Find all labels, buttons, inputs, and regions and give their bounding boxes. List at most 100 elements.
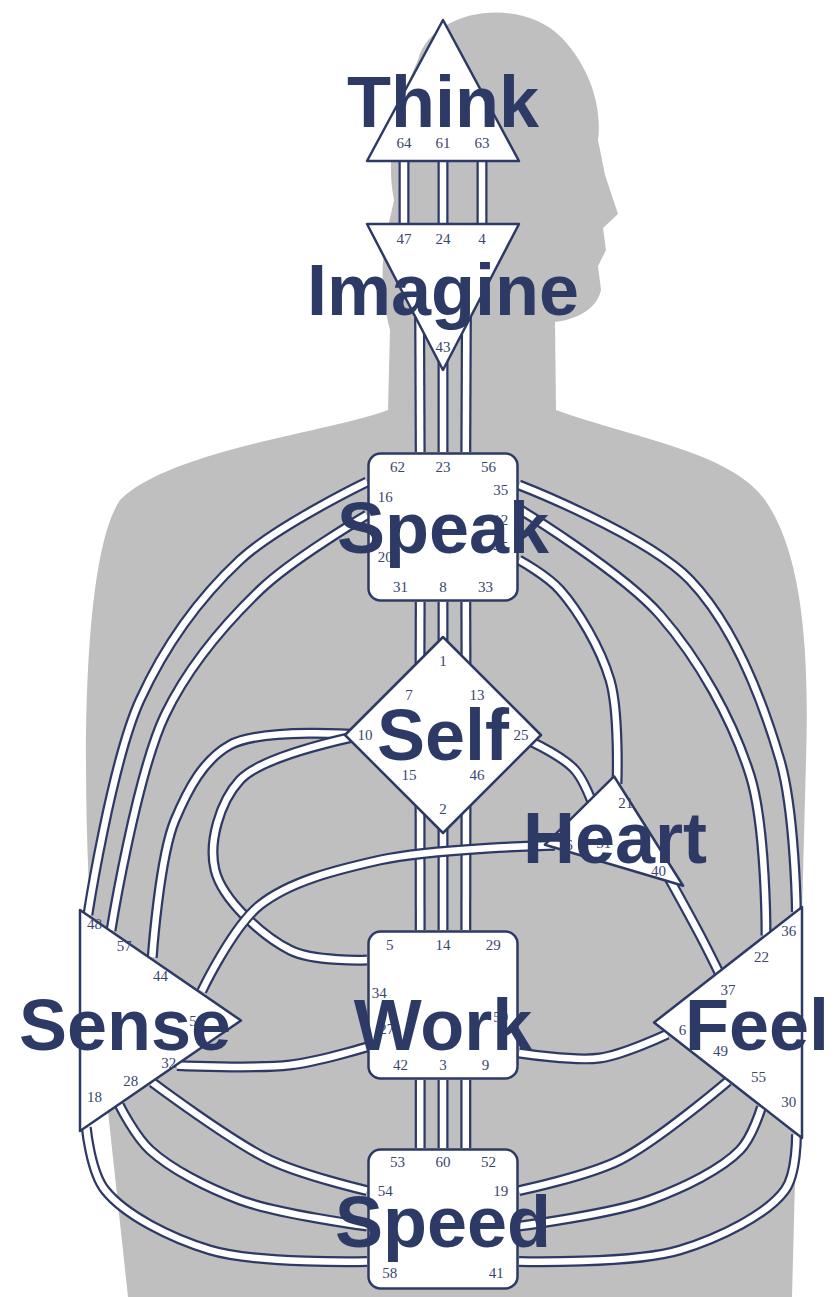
center-outline [345,637,541,833]
channel-fill [519,509,766,936]
gate-number: 25 [514,728,529,743]
channel [404,159,405,227]
channel [482,159,483,227]
channel-outline [519,1034,667,1059]
gate-number: 30 [781,1095,796,1110]
gate-number: 62 [390,460,405,475]
gate-number: 58 [382,1265,397,1280]
gate-number: 18 [87,1090,102,1105]
channel-fill [519,560,617,784]
channel-outline [666,872,721,975]
gate-number: 56 [481,460,496,475]
gate-number: 48 [87,916,102,931]
channel [86,1127,367,1261]
channel [666,872,721,975]
gate-number: 36 [781,923,796,938]
channel-fill [463,1080,470,1148]
channel-outline [119,1105,367,1226]
gate-number: 53 [390,1155,405,1170]
channel [443,159,444,227]
channel [443,825,444,930]
channel-outline [519,1134,796,1262]
channel [519,560,617,784]
gate-number: 29 [486,938,501,953]
center-name: Work [354,989,533,1061]
gate-number: 55 [751,1069,766,1084]
center-name: Feel [685,989,829,1061]
channel [443,357,444,452]
center-name: Heart [523,802,707,874]
ajna-center: Imagine4724443 [365,222,521,372]
channel [519,509,766,936]
gate-number: 31 [393,580,408,595]
gate-number: 57 [117,939,132,954]
gate-number: 43 [436,339,451,354]
body-silhouette [86,13,807,1297]
gate-number: 33 [478,580,493,595]
gate-number: 8 [439,580,447,595]
gate-number: 47 [397,231,412,246]
channel-outline [519,509,766,936]
channel-outline [86,1127,367,1261]
heart-center: Heart21512640 [540,772,688,890]
channel [519,485,796,912]
channel [443,1080,444,1148]
channel-outline [519,1107,761,1226]
channel-fill [479,159,486,227]
sacral-center: Work514293427594239 [367,930,519,1080]
gate-number: 22 [754,949,769,964]
channel-fill [417,795,424,930]
channel [465,795,466,930]
channel-outline [519,560,617,784]
channel [519,1134,796,1262]
channel-outline [460,1080,471,1148]
channel-fill [86,1127,367,1261]
center-name: Sense [19,989,231,1061]
root-center: Speed53605254195841 [367,1148,519,1290]
gate-number: 10 [358,728,373,743]
gate-number: 5 [386,938,394,953]
channel-fill [401,159,408,227]
channel [519,1034,667,1059]
center-name: Speed [335,1186,551,1258]
gate-number: 2 [439,802,447,817]
channel-outline [438,825,449,930]
channel-fill [440,825,447,930]
center-name: Speak [337,492,549,564]
channel [419,312,421,452]
channel-fill [417,1080,424,1148]
channel [465,1080,466,1148]
channel [119,1105,367,1226]
gate-number: 14 [436,938,451,953]
channel [420,795,421,930]
channel-fill [519,1034,667,1059]
center-name: Self [377,699,509,771]
channel-outline [438,159,449,227]
gate-number: 1 [439,654,447,669]
spleen-center: Sense48574450322818 [78,908,243,1133]
channel-outline [438,357,449,452]
channel-fill [440,357,447,452]
center-name: Think [347,66,539,138]
channel-outline [415,1080,426,1148]
channel [519,1107,761,1226]
gate-number: 60 [436,1155,451,1170]
channel-fill [519,1134,796,1262]
channel-fill [666,872,721,975]
center-name: Imagine [307,254,579,326]
channel-fill [440,1080,447,1148]
channel-fill [463,795,470,930]
gate-number: 41 [489,1265,504,1280]
channel [420,1080,421,1148]
solar-plexus-center: Feel3622376495530 [652,905,804,1140]
channel-outline [399,159,410,227]
head-center: Think646163 [365,18,521,163]
gate-number: 24 [436,231,451,246]
throat-center: Speak622356162035124531833 [367,452,519,602]
gate-number: 44 [153,968,168,983]
gate-number: 52 [481,1155,496,1170]
channel-fill [440,159,447,227]
channel-fill [519,485,796,912]
